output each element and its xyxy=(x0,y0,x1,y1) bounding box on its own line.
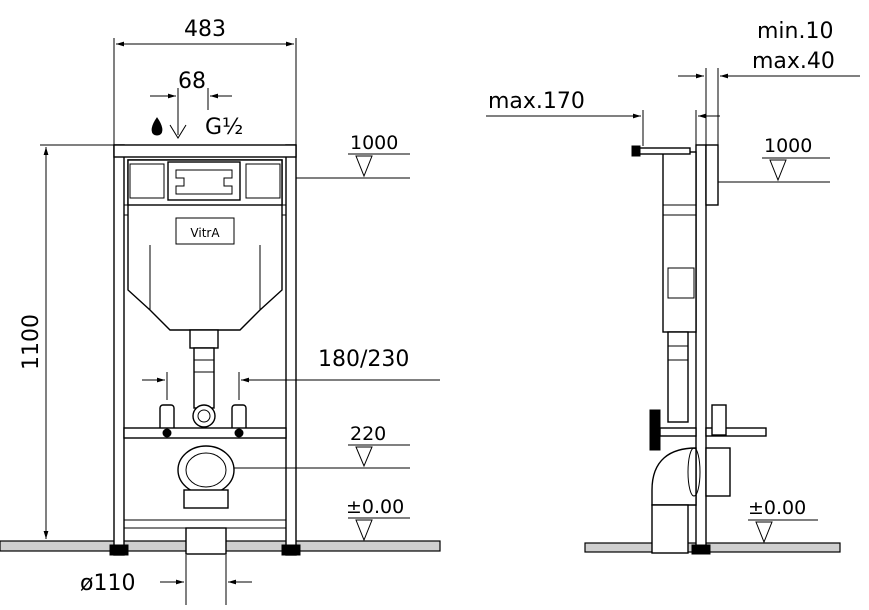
side-view: max.170 min.10 max.40 1000 ±0.00 xyxy=(486,19,860,555)
water-drop-icon xyxy=(151,117,163,136)
level-1000-front-label: 1000 xyxy=(350,132,398,154)
level-zero-side-label: ±0.00 xyxy=(748,497,806,519)
level-1000-side: 1000 xyxy=(718,135,830,183)
dim-height-label: 1100 xyxy=(19,314,44,370)
brand-logo: VitrA xyxy=(190,226,220,240)
dim-width-483: 483 xyxy=(113,17,297,145)
side-flush-pipe xyxy=(649,331,767,451)
level-220-label: 220 xyxy=(350,423,386,445)
dim-bolt-spacing: 180/230 xyxy=(142,347,440,400)
side-cistern xyxy=(631,145,697,333)
flush-pipe xyxy=(189,329,219,428)
side-waste-bend xyxy=(651,447,731,554)
dim-inlet-68: 68 xyxy=(150,69,232,110)
water-inlet-size: G½ xyxy=(205,115,243,140)
front-view: VitrA xyxy=(0,17,441,605)
dim-height-1100: 1100 xyxy=(19,144,114,539)
floor-line-side xyxy=(584,542,841,553)
dim-inlet-label: 68 xyxy=(178,69,206,94)
level-220-front: 220 xyxy=(234,423,410,469)
water-inlet: G½ xyxy=(151,108,243,140)
level-zero-front: ±0.00 xyxy=(346,496,410,542)
dim-depth: max.170 xyxy=(486,89,720,146)
level-1000-side-label: 1000 xyxy=(764,135,812,157)
dim-wall-min-label: min.10 xyxy=(757,19,833,44)
dim-waste-diameter-label: ø110 xyxy=(80,571,135,596)
dim-depth-label: max.170 xyxy=(488,89,585,114)
level-zero-side: ±0.00 xyxy=(748,497,818,544)
level-zero-front-label: ±0.00 xyxy=(346,496,404,518)
dim-wall-gap: min.10 max.40 xyxy=(678,19,860,145)
waste-outlet xyxy=(177,445,235,555)
dim-waste-diameter: ø110 xyxy=(80,555,252,605)
level-1000-front: 1000 xyxy=(296,132,410,179)
cistern: VitrA xyxy=(127,159,283,331)
dim-width-label: 483 xyxy=(184,17,226,42)
bolt-brackets xyxy=(123,404,287,439)
dim-bolt-spacing-label: 180/230 xyxy=(318,347,409,372)
dim-wall-max-label: max.40 xyxy=(752,49,835,74)
